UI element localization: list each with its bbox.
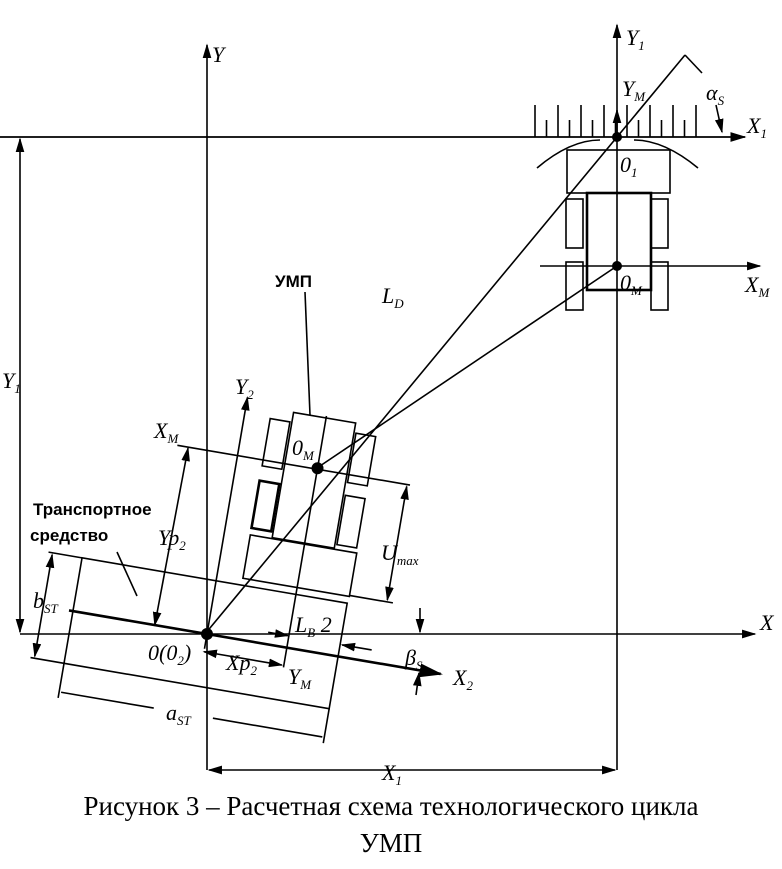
label-xp2: Xp2 bbox=[225, 650, 257, 678]
label-ld: LD bbox=[381, 283, 404, 311]
label-x2: X2 bbox=[452, 665, 473, 693]
label-lb2: LB 2 bbox=[294, 612, 332, 640]
y2-axis bbox=[203, 396, 250, 649]
label-vehicle-line1: Транспортное bbox=[33, 500, 152, 519]
wheel bbox=[650, 198, 669, 249]
label-bst: bST bbox=[33, 588, 59, 616]
label-x: X bbox=[759, 610, 775, 635]
label-y: Y bbox=[212, 42, 227, 67]
wheel bbox=[650, 261, 669, 311]
label-y1-top: Y1 bbox=[626, 25, 645, 53]
lb2-dimension bbox=[340, 642, 372, 652]
umax-dimension bbox=[385, 485, 409, 602]
ld-line bbox=[204, 54, 686, 635]
label-ast: aST bbox=[166, 700, 192, 728]
label-vehicle-line2: средство bbox=[30, 526, 108, 545]
wheel bbox=[565, 198, 584, 249]
wheel bbox=[335, 494, 366, 549]
om-link-line bbox=[316, 265, 618, 469]
label-o1: 01 bbox=[620, 152, 638, 180]
top-machine bbox=[536, 108, 762, 311]
label-yp2: Yp2 bbox=[158, 525, 186, 553]
origin-point bbox=[201, 628, 213, 640]
label-xm-left: XM bbox=[153, 418, 179, 446]
label-x1-top: X1 bbox=[746, 113, 767, 141]
figure-caption-line2: УМП bbox=[360, 828, 423, 858]
body-rect bbox=[585, 191, 653, 292]
blade-rect bbox=[566, 149, 671, 194]
label-y2: Y2 bbox=[235, 374, 254, 402]
ast-dimension-right bbox=[212, 717, 323, 738]
label-ump: УМП bbox=[275, 272, 312, 291]
x2-axis bbox=[68, 609, 443, 678]
label-xm-right: XM bbox=[744, 272, 770, 300]
xp2-dimension bbox=[202, 649, 284, 668]
label-origin: 0(02) bbox=[148, 640, 191, 668]
label-alpha-s: αS bbox=[706, 80, 725, 108]
label-x1-bottom: X1 bbox=[381, 760, 402, 788]
wheel bbox=[261, 417, 291, 471]
ast-dimension-left bbox=[60, 691, 154, 709]
label-beta-s: βS bbox=[404, 645, 423, 673]
beta-s-arrow-bottom bbox=[412, 671, 422, 696]
ym-axis-low bbox=[282, 415, 328, 668]
wheel bbox=[249, 479, 281, 533]
blade-arc bbox=[536, 139, 699, 169]
wheel bbox=[346, 432, 377, 487]
label-om-low: 0M bbox=[292, 435, 315, 463]
ground-hatching bbox=[534, 105, 697, 137]
lower-assembly bbox=[30, 396, 443, 744]
bst-dimension bbox=[32, 553, 55, 658]
wheel bbox=[565, 261, 584, 311]
ump-leader bbox=[304, 291, 311, 416]
label-ym-top: YM bbox=[622, 76, 646, 104]
label-om-top: 0M bbox=[620, 270, 643, 298]
label-ym-low: YM bbox=[288, 664, 312, 692]
om-low-point bbox=[311, 462, 324, 475]
yp2-dimension bbox=[152, 446, 190, 627]
label-umax: Umax bbox=[381, 540, 419, 568]
label-y1-left: Y1 bbox=[2, 368, 21, 396]
vehicle-leader bbox=[116, 551, 138, 597]
alpha-s-leader bbox=[714, 104, 724, 134]
machine-body bbox=[271, 411, 357, 550]
xm-axis-low bbox=[177, 444, 411, 486]
figure-caption-line1: Рисунок 3 – Расчетная схема технологичес… bbox=[83, 791, 698, 821]
alpha-s-arm bbox=[684, 54, 703, 74]
blade-rect bbox=[241, 533, 358, 598]
